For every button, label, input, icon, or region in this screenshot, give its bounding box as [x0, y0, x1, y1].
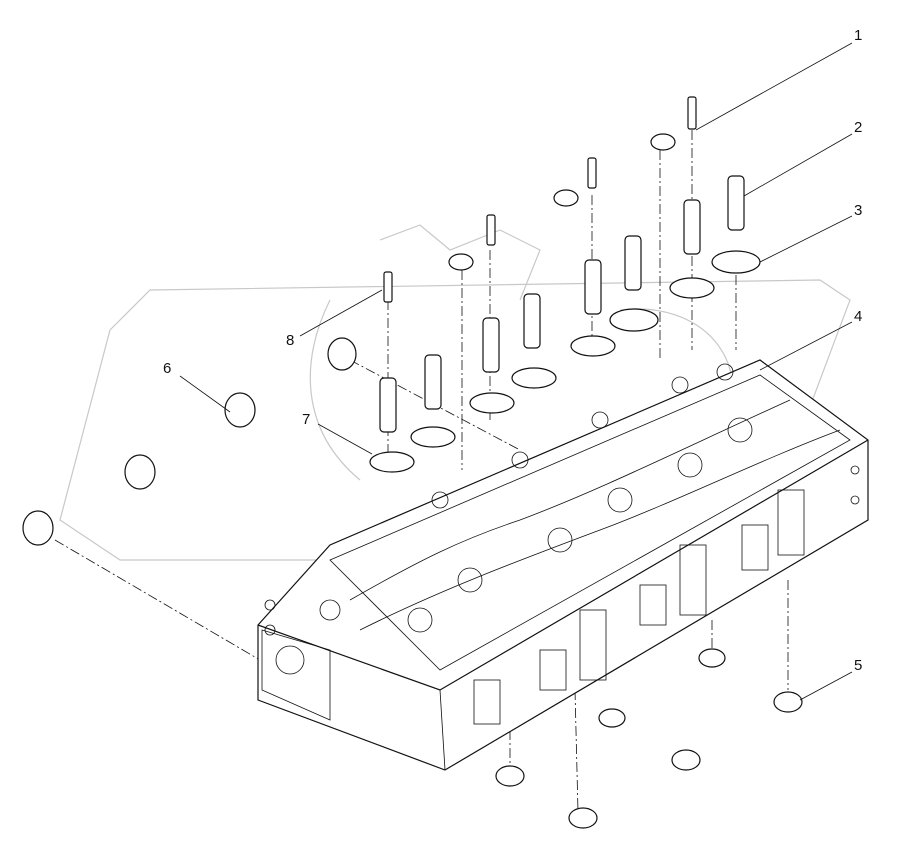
callout-1: 1 — [854, 27, 863, 44]
part-bottom-plugs — [495, 648, 803, 829]
leader-lines — [179, 42, 853, 701]
callout-4: 4 — [854, 308, 863, 325]
part-valve-guides — [383, 96, 697, 303]
part-seat-rings — [369, 250, 761, 473]
callout-7: 7 — [302, 411, 311, 428]
callout-3: 3 — [854, 202, 863, 219]
callout-8: 8 — [286, 332, 295, 349]
callout-2: 2 — [854, 119, 863, 136]
part-seal-caps — [448, 133, 676, 271]
callout-6: 6 — [163, 360, 172, 377]
cylinder-head — [257, 359, 869, 771]
top-bosses — [264, 363, 860, 636]
part-core-plugs — [22, 337, 357, 546]
callout-5: 5 — [854, 657, 863, 674]
part-tubes — [379, 175, 745, 433]
side-ports — [473, 489, 805, 725]
